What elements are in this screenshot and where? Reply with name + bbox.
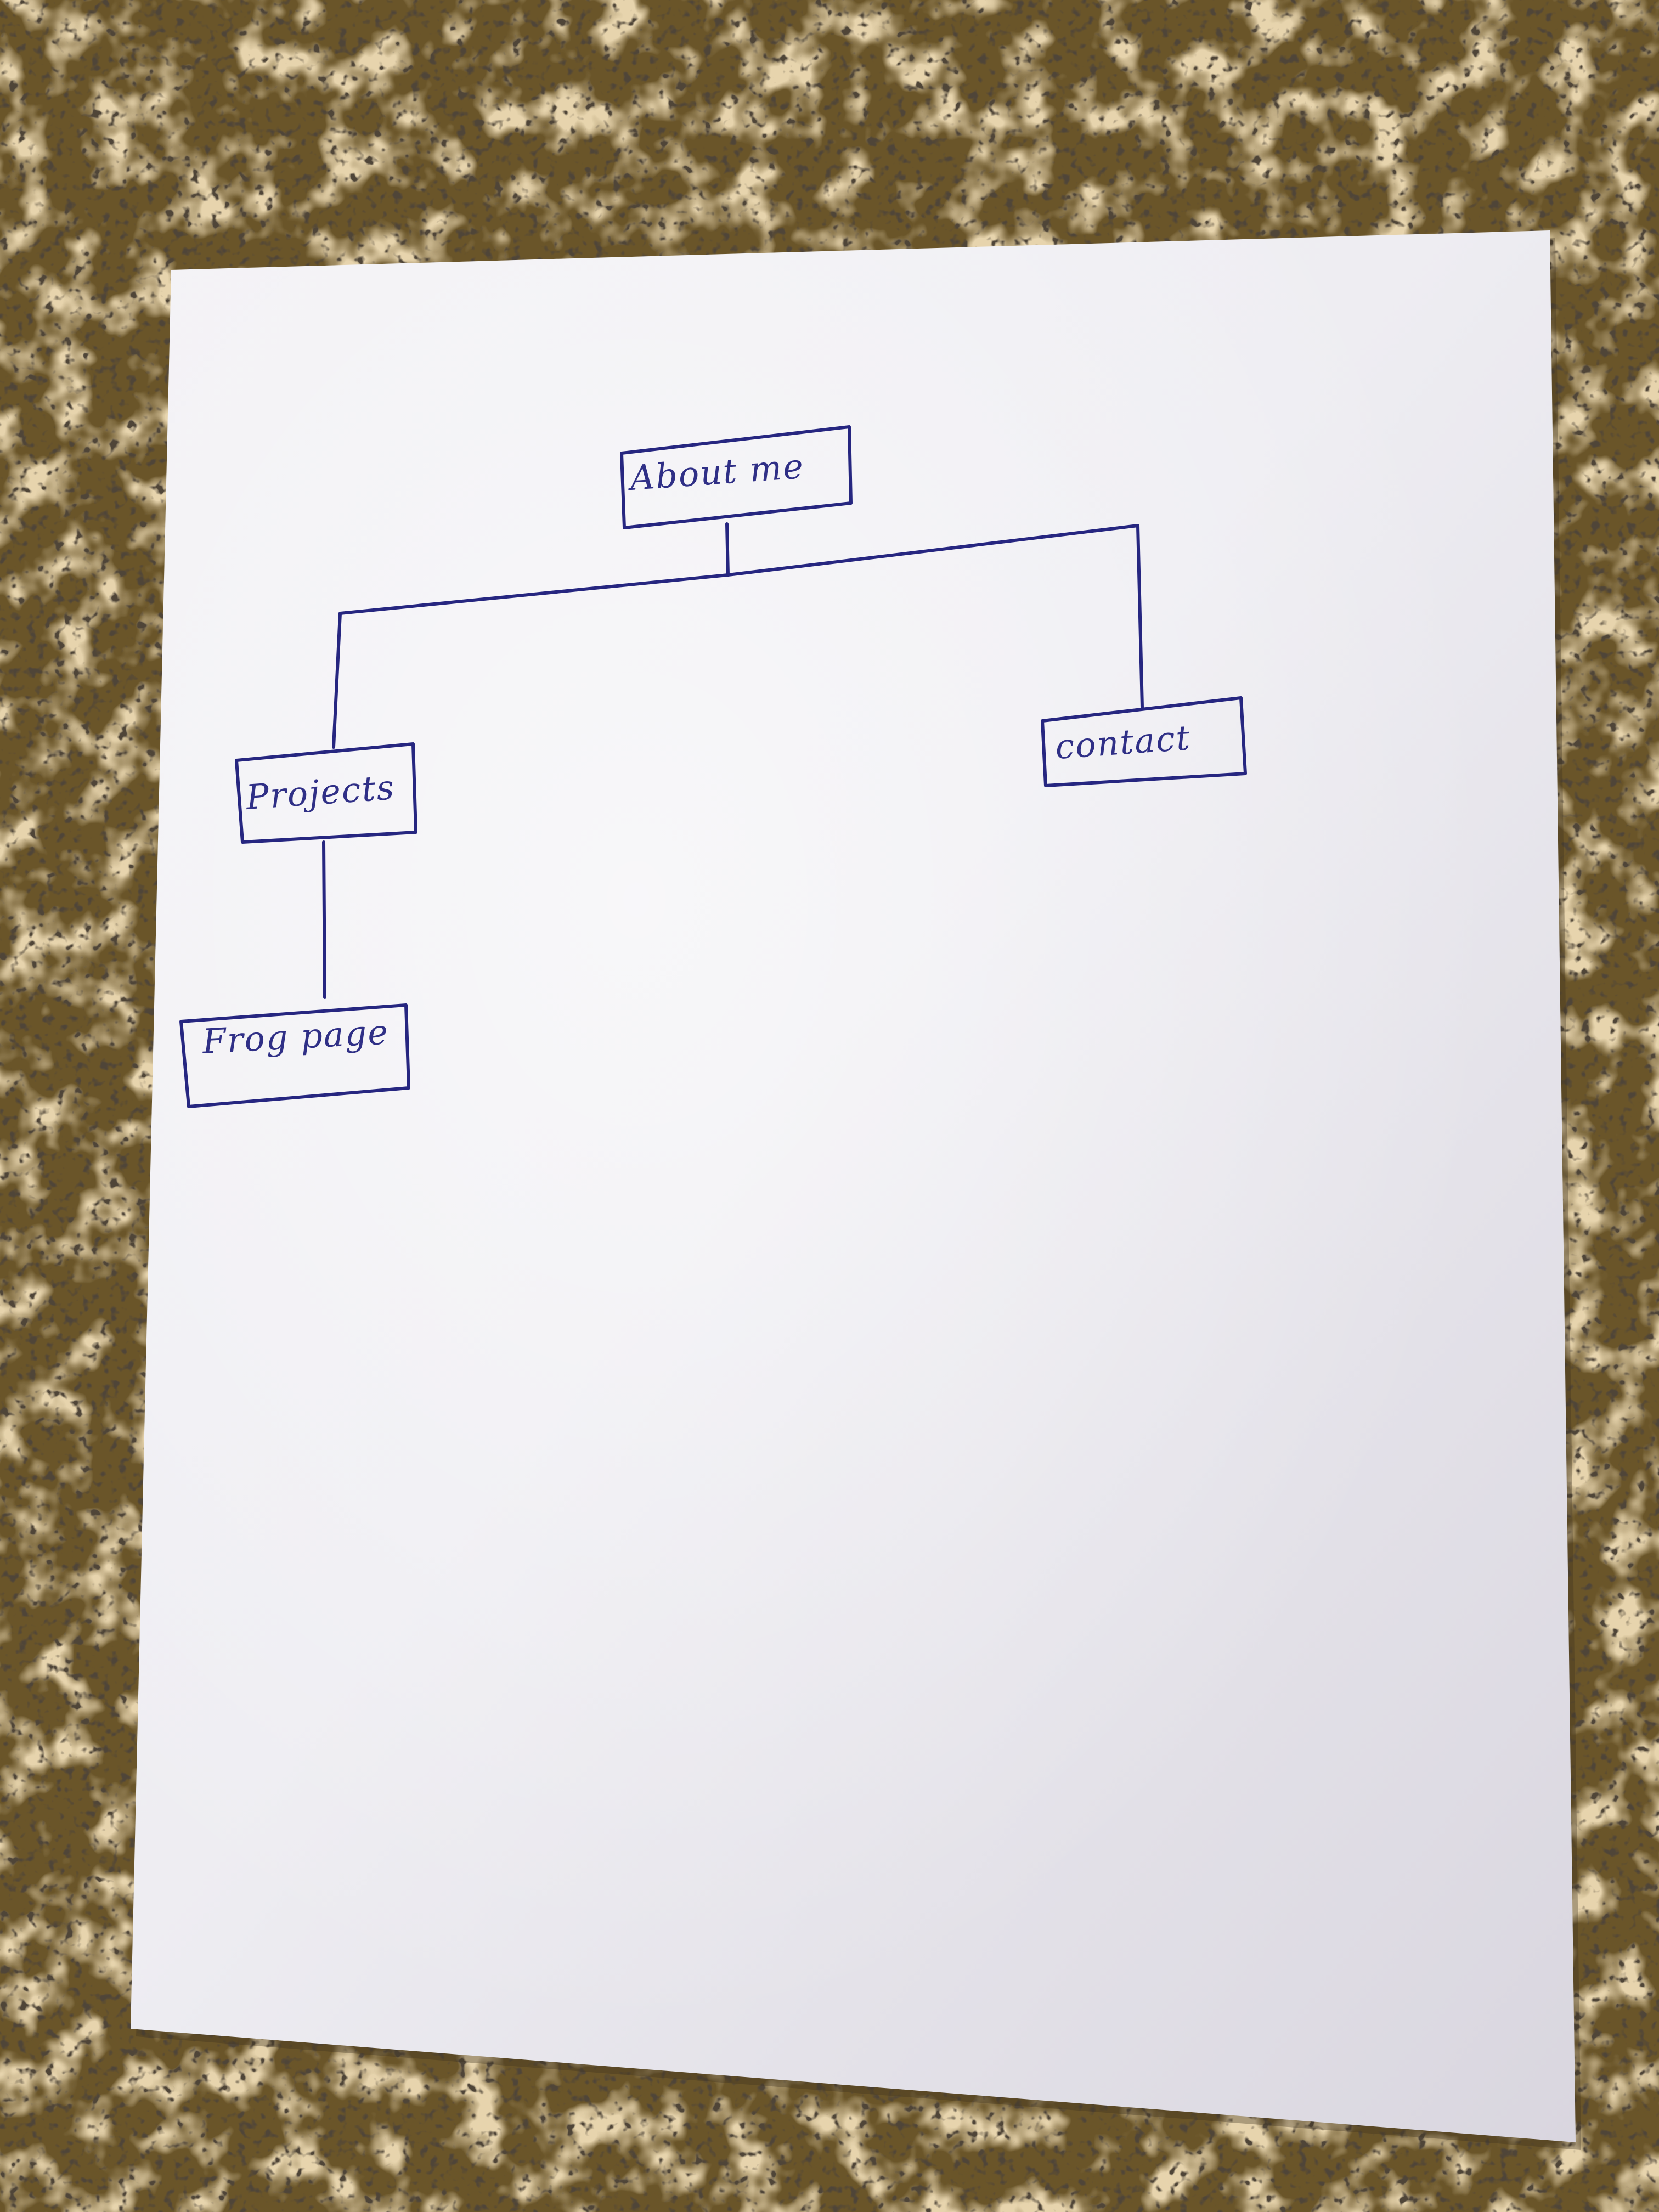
node-contact: contact [1041,696,1247,787]
paper-highlight [131,230,1576,2142]
node-label-frog-page: Frog page [201,1012,390,1062]
node-box [179,1003,410,1108]
node-label-contact: contact [1054,718,1192,767]
node-box [620,425,853,529]
diagram-edges [322,522,1144,999]
edge-about-to-projects [332,522,730,749]
edge-projects-to-frog [322,840,326,999]
node-box [235,742,417,844]
node-frog-page: Frog page [179,1003,410,1108]
node-box [1041,696,1247,787]
edge-about-to-contact [726,524,1144,709]
